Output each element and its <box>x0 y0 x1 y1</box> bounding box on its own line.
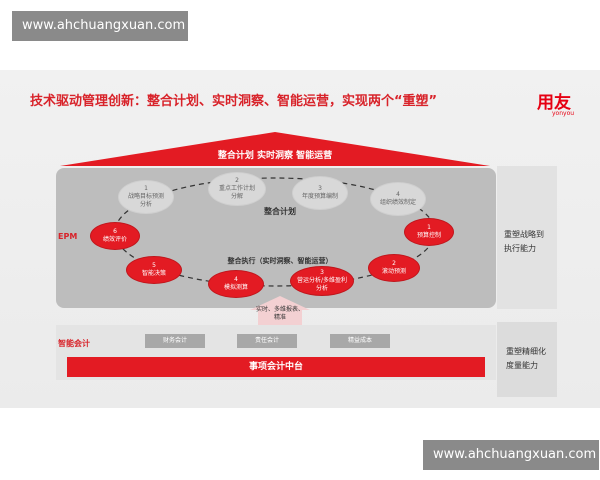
up-arrow <box>250 296 310 325</box>
yonyou-logo-sub: yonyou <box>552 110 575 117</box>
right-panel-bottom <box>497 322 557 397</box>
watermark-top: www.ahchuangxuan.com <box>12 11 188 41</box>
event-accounting-platform-bar: 事项会计中台 <box>67 357 485 377</box>
pill-responsibility-accounting: 责任会计 <box>237 334 297 348</box>
yonyou-logo: 用友 <box>537 93 571 113</box>
roof-label: 整合计划 实时洞察 智能运营 <box>217 151 333 161</box>
arrow-text: 实时、多维报表、精准 <box>255 306 304 321</box>
cycle-center-plan: 整合计划 <box>264 207 296 216</box>
pill-financial-accounting: 财务会计 <box>145 334 205 348</box>
watermark-bottom: www.ahchuangxuan.com <box>423 440 599 470</box>
right-label-strategy: 重塑战略到执行能力 <box>504 230 544 253</box>
epm-label: EPM <box>58 232 78 241</box>
cycle-center-execute: 整合执行（实时洞察、智能运营） <box>227 257 333 265</box>
right-panel-top <box>497 166 557 309</box>
slide-title: 技术驱动管理创新：整合计划、实时洞察、智能运营，实现两个“重塑” <box>30 94 438 109</box>
roof-shape <box>60 132 490 166</box>
right-label-measure: 重塑精细化度量能力 <box>506 347 546 370</box>
pill-lean-cost: 精益成本 <box>330 334 390 348</box>
smart-accounting-label: 智能会计 <box>58 339 90 348</box>
